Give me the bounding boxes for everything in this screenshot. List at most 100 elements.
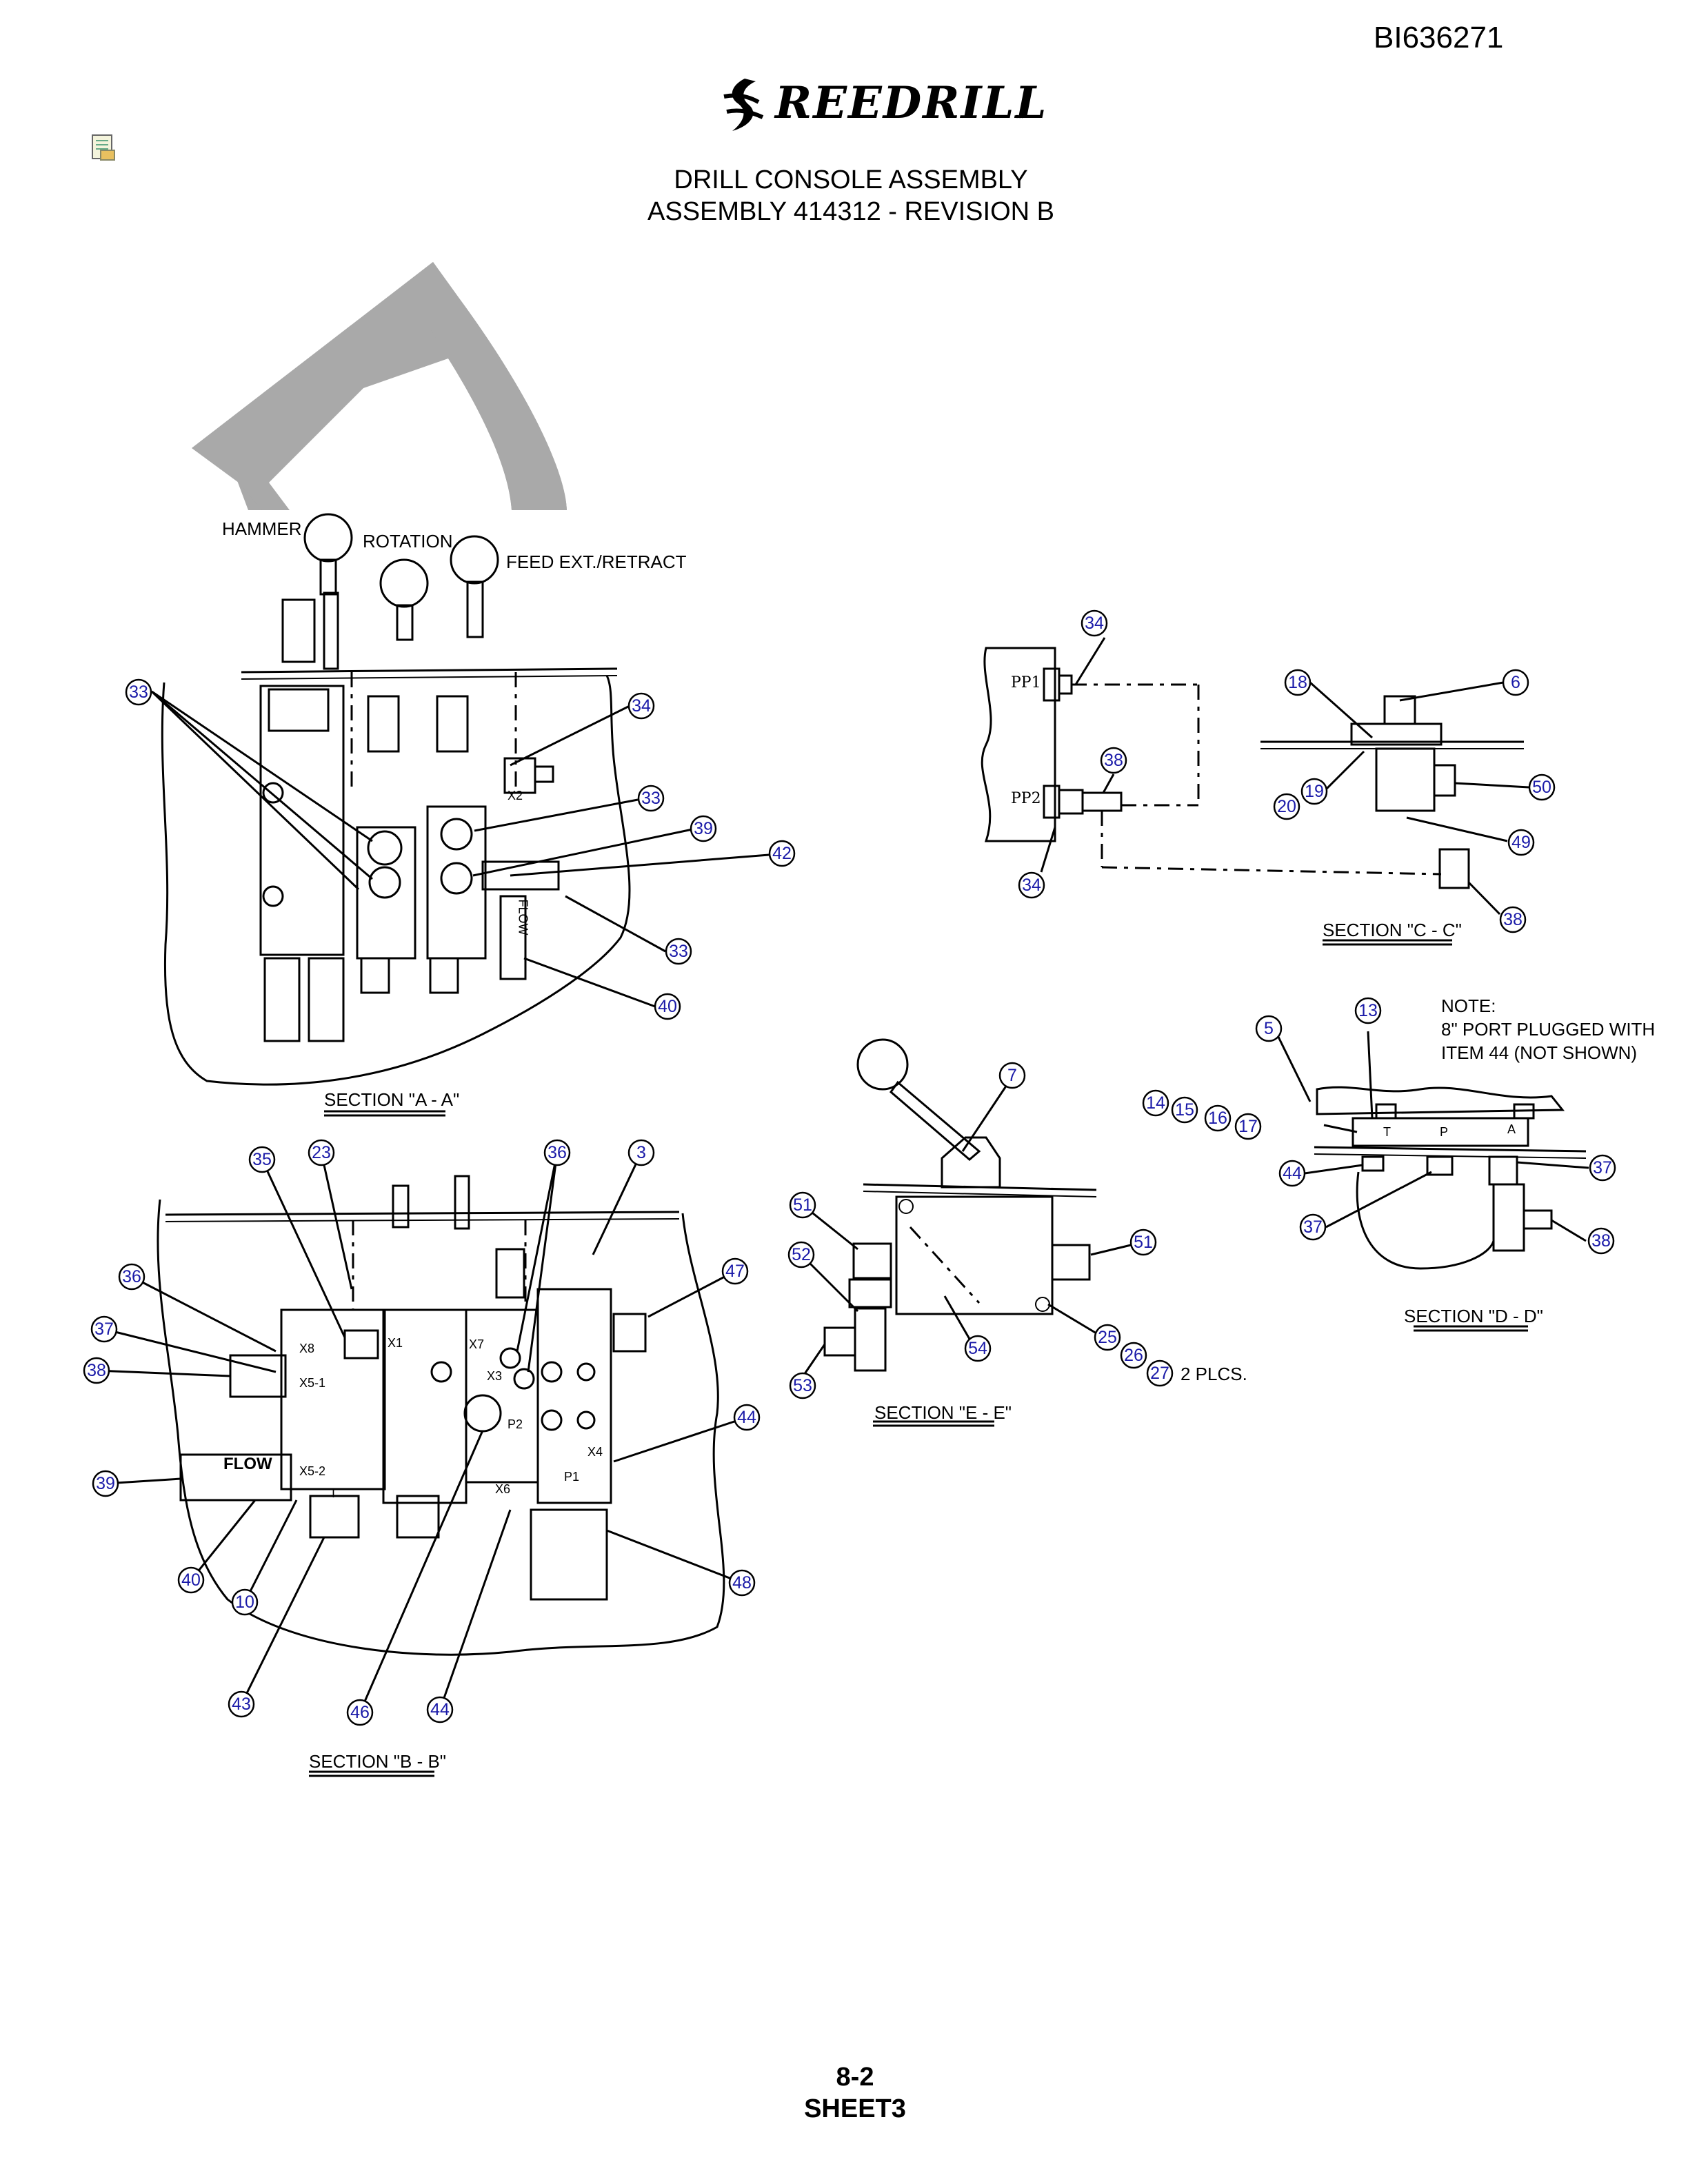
svg-text:14: 14 <box>1146 1093 1165 1113</box>
svg-text:38: 38 <box>1104 751 1123 770</box>
svg-text:39: 39 <box>694 819 713 838</box>
svg-text:54: 54 <box>968 1339 987 1358</box>
svg-text:36: 36 <box>122 1267 141 1286</box>
port-x6: X6 <box>495 1482 511 1496</box>
svg-text:34: 34 <box>1085 614 1104 633</box>
callout-bb-36b: 36 <box>118 1263 145 1291</box>
callout-dd-38: 38 <box>1587 1227 1615 1255</box>
port-x2: X2 <box>508 789 523 802</box>
title-line-2: ASSEMBLY 414312 - REVISION B <box>647 197 1054 226</box>
section-ee-label: SECTION "E - E" <box>874 1402 1012 1423</box>
callout-bb-35: 35 <box>248 1146 276 1173</box>
callout-cc-20: 20 <box>1273 793 1300 820</box>
svg-text:34: 34 <box>1022 876 1041 895</box>
port-p-dd: P <box>1440 1125 1449 1139</box>
svg-text:51: 51 <box>793 1195 812 1215</box>
svg-text:38: 38 <box>1503 910 1523 929</box>
callout-cc-38b: 38 <box>1499 906 1527 933</box>
callout-dd-37b: 37 <box>1299 1213 1327 1241</box>
svg-text:33: 33 <box>669 942 688 961</box>
callout-ee-51b: 51 <box>1129 1228 1157 1256</box>
callout-cc-49: 49 <box>1507 829 1535 856</box>
section-dd-label: SECTION "D - D" <box>1404 1306 1543 1326</box>
port-x8: X8 <box>299 1342 315 1355</box>
brand-trademark: ™ <box>1015 113 1023 123</box>
callout-bb-40: 40 <box>177 1566 205 1594</box>
callout-bb-3: 3 <box>627 1139 655 1166</box>
svg-text:46: 46 <box>350 1703 370 1722</box>
label-flow-aa: FLOW <box>516 899 530 936</box>
svg-text:5: 5 <box>1264 1019 1274 1038</box>
section-cc-drawing <box>981 637 1529 946</box>
callout-ee-27: 27 <box>1146 1359 1174 1387</box>
svg-text:40: 40 <box>181 1570 201 1590</box>
section-dd-drawing <box>1274 1031 1589 1332</box>
callout-dd-17: 17 <box>1234 1113 1262 1140</box>
port-a-dd: A <box>1507 1122 1516 1136</box>
reedrill-logo-icon <box>723 79 764 131</box>
svg-text:6: 6 <box>1511 673 1520 692</box>
svg-text:25: 25 <box>1098 1328 1117 1347</box>
callout-bb-10: 10 <box>231 1588 259 1616</box>
svg-text:18: 18 <box>1288 673 1307 692</box>
callout-cc-6: 6 <box>1502 669 1529 696</box>
port-t: T <box>330 1486 337 1500</box>
svg-text:51: 51 <box>1134 1233 1153 1252</box>
callout-ee-26: 26 <box>1120 1342 1147 1369</box>
callout-dd-15: 15 <box>1171 1096 1198 1124</box>
callout-bb-46: 46 <box>346 1699 374 1726</box>
svg-text:36: 36 <box>547 1143 567 1162</box>
svg-text:33: 33 <box>129 682 148 702</box>
label-pp2: PP2 <box>1011 790 1041 807</box>
svg-text:15: 15 <box>1175 1100 1194 1120</box>
svg-text:27: 27 <box>1150 1364 1169 1383</box>
callout-ee-53: 53 <box>789 1372 816 1399</box>
svg-text:42: 42 <box>772 844 792 863</box>
port-x4: X4 <box>587 1445 603 1459</box>
svg-text:26: 26 <box>1124 1346 1143 1365</box>
callout-aa-33b: 33 <box>637 785 665 812</box>
callout-bb-23: 23 <box>308 1139 335 1166</box>
svg-text:48: 48 <box>732 1573 752 1593</box>
document-number: BI636271 <box>1374 21 1504 54</box>
watermark-bracket <box>192 262 567 510</box>
svg-text:23: 23 <box>312 1143 331 1162</box>
svg-text:37: 37 <box>1303 1217 1323 1237</box>
note-block: NOTE: 8" PORT PLUGGED WITH ITEM 44 (NOT … <box>1441 994 1655 1064</box>
drawing-title: DRILL CONSOLE ASSEMBLY ASSEMBLY 414312 -… <box>568 164 1134 228</box>
port-p1: P1 <box>564 1470 580 1484</box>
note-line-1: 8" PORT PLUGGED WITH <box>1441 1019 1656 1040</box>
sheet-number: SHEET3 <box>804 2094 906 2123</box>
callout-dd-13: 13 <box>1354 997 1382 1024</box>
callout-cc-38a: 38 <box>1100 747 1127 774</box>
callout-dd-16: 16 <box>1204 1104 1232 1132</box>
svg-text:3: 3 <box>636 1143 646 1162</box>
callout-dd-44: 44 <box>1278 1160 1306 1187</box>
label-pp1: PP1 <box>1011 674 1041 691</box>
callout-bb-39: 39 <box>92 1470 119 1497</box>
svg-text:7: 7 <box>1007 1066 1017 1085</box>
callout-aa-42: 42 <box>768 840 796 867</box>
callout-dd-37a: 37 <box>1589 1154 1616 1182</box>
callout-bb-47: 47 <box>721 1257 749 1285</box>
svg-text:20: 20 <box>1277 797 1296 816</box>
svg-text:52: 52 <box>792 1245 811 1264</box>
svg-text:49: 49 <box>1511 833 1531 852</box>
svg-text:38: 38 <box>87 1361 106 1380</box>
svg-text:33: 33 <box>641 789 661 808</box>
document-icon[interactable] <box>91 134 116 161</box>
svg-text:44: 44 <box>737 1408 756 1427</box>
port-x1: X1 <box>388 1336 403 1350</box>
callout-bb-36a: 36 <box>543 1139 571 1166</box>
section-cc-label: SECTION "C - C" <box>1323 920 1462 940</box>
brand-name: REEDRILL <box>775 77 1048 129</box>
callout-ee-51a: 51 <box>789 1191 816 1219</box>
label-2-plcs: 2 PLCS. <box>1180 1364 1247 1384</box>
callout-aa-39: 39 <box>690 815 717 842</box>
svg-text:50: 50 <box>1532 778 1551 797</box>
svg-text:53: 53 <box>793 1376 812 1395</box>
callout-cc-34a: 34 <box>1081 609 1108 637</box>
callout-dd-14: 14 <box>1142 1089 1169 1117</box>
reedrill-logo: REEDRILL ™ <box>717 76 1048 138</box>
callout-aa-33c: 33 <box>665 938 692 965</box>
